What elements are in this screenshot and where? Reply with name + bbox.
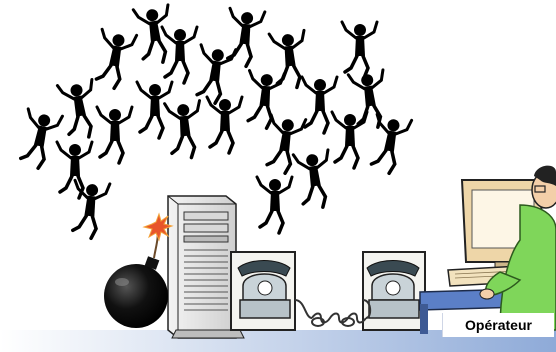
telephone-icon <box>363 252 425 330</box>
operator-at-computer-icon <box>420 166 556 334</box>
coiled-cable-icon <box>295 300 370 326</box>
operator-label: Opérateur <box>442 313 554 337</box>
bomb-icon <box>104 214 172 328</box>
telephone-icon <box>231 252 295 330</box>
